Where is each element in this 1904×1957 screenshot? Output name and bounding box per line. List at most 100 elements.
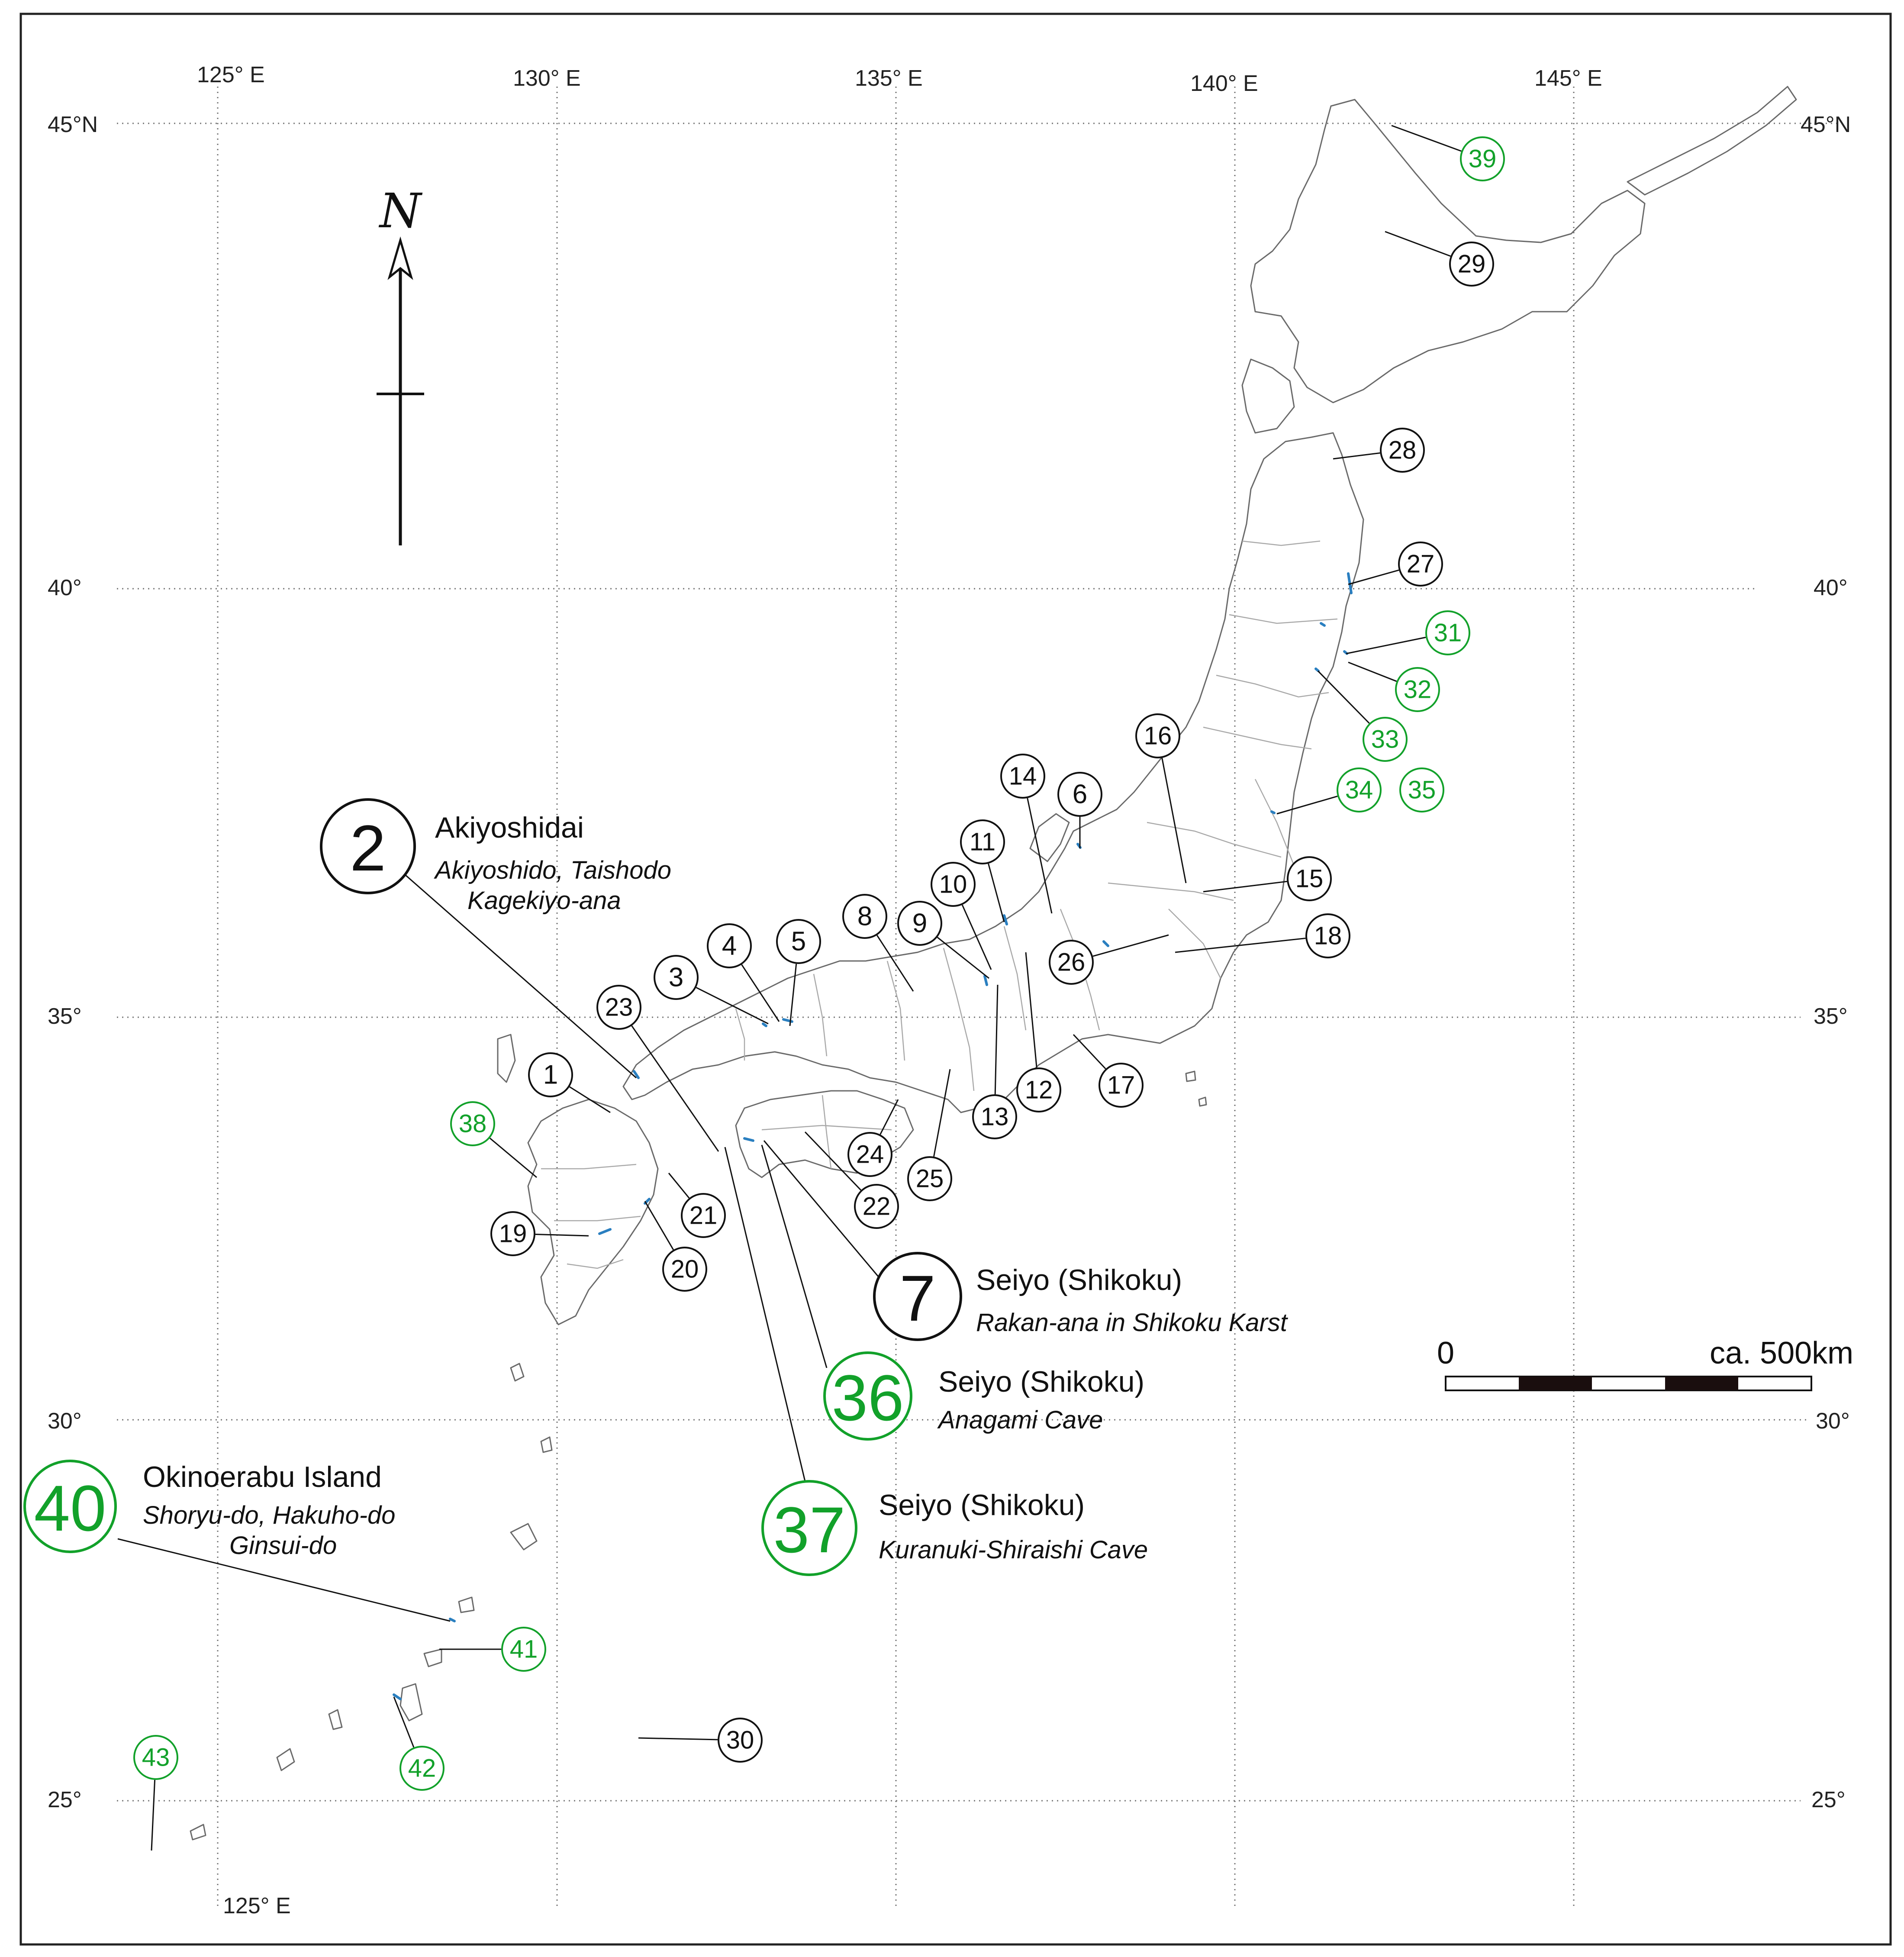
callout-caves: Akiyoshido, Taishodo <box>434 856 671 884</box>
marker-number: 29 <box>1458 250 1486 278</box>
marker-circle <box>897 901 942 946</box>
marker-circle <box>1380 428 1425 473</box>
lat-label-right-35: 35° <box>1814 1004 1848 1029</box>
cave-site <box>393 1693 402 1700</box>
marker-circle <box>1099 1063 1144 1108</box>
latitude-labels: 45°N 40° 35° 30° 25° 45°N 40° 35° 30° 25… <box>48 112 1851 1812</box>
lat-label-right-30: 30° <box>1816 1409 1850 1434</box>
marker-circle <box>907 1156 952 1201</box>
scale-bar: 0 ca. 500km <box>1437 1336 1853 1391</box>
cave-site <box>1102 940 1109 947</box>
cave-site <box>633 1070 640 1079</box>
callout-number: 2 <box>350 812 386 884</box>
site-marker-43: 43 <box>133 1735 178 1780</box>
lon-label-bottom-125: 125° E <box>223 1893 291 1918</box>
marker-circle <box>1398 542 1443 587</box>
site-marker-16: 16 <box>1135 713 1180 758</box>
marker-circle <box>1287 856 1332 901</box>
pref-boundary <box>1254 779 1295 866</box>
site-marker-25: 25 <box>907 1156 952 1201</box>
leader-line <box>988 863 1005 922</box>
marker-number: 27 <box>1407 550 1435 578</box>
marker-number: 41 <box>510 1635 538 1664</box>
site-marker-6: 6 <box>1057 772 1102 817</box>
leader-line <box>1175 938 1306 953</box>
pref-boundary <box>1003 926 1027 1031</box>
site-marker-39: 39 <box>1460 136 1505 181</box>
marker-number: 9 <box>912 909 927 938</box>
prefecture-boundaries <box>541 540 1338 1269</box>
marker-number: 10 <box>939 870 967 899</box>
leader-line <box>535 1233 589 1237</box>
leader-line <box>1391 125 1462 152</box>
marker-circle <box>596 985 641 1030</box>
marker-number: 8 <box>857 902 872 932</box>
leader-line <box>789 964 797 1026</box>
marker-circle <box>1049 940 1094 985</box>
site-marker-28: 28 <box>1380 428 1425 473</box>
marker-number: 14 <box>1009 762 1037 790</box>
callout-circle <box>873 1252 962 1341</box>
leader-line <box>961 904 992 970</box>
leader-line <box>151 1780 156 1851</box>
site-marker-3: 3 <box>654 955 699 1000</box>
marker-number: 30 <box>726 1726 754 1754</box>
cave-site <box>743 1137 754 1142</box>
marker-number: 23 <box>605 993 633 1022</box>
site-marker-31: 31 <box>1425 610 1470 655</box>
leader-line <box>1092 934 1169 957</box>
callout-caves: Shoryu-do, Hakuho-do <box>143 1501 396 1529</box>
marker-number: 20 <box>671 1255 699 1283</box>
lon-label-140: 140° E <box>1190 71 1258 96</box>
leader-line <box>741 964 780 1022</box>
leader-line <box>933 1069 951 1157</box>
lon-label-145: 145° E <box>1534 66 1602 91</box>
cave-site <box>762 1022 767 1027</box>
site-marker-17: 17 <box>1099 1063 1144 1108</box>
honshu-coast <box>622 432 1364 1113</box>
callout-leader-line <box>117 1538 451 1622</box>
marker-circle <box>842 894 887 939</box>
marker-number: 18 <box>1314 922 1342 950</box>
marker-number: 34 <box>1345 776 1373 804</box>
marker-number: 13 <box>981 1103 1009 1131</box>
lat-label-left-40: 40° <box>48 575 82 600</box>
leader-line <box>1348 661 1397 682</box>
coastline <box>190 86 1797 1841</box>
marker-circle <box>399 1746 445 1791</box>
lon-label-135: 135° E <box>855 66 923 91</box>
marker-circle <box>1460 136 1505 181</box>
marker-circle <box>1363 717 1408 762</box>
kuril-islands-coast <box>1627 86 1797 196</box>
leader-line <box>1276 796 1338 815</box>
site-marker-42: 42 <box>399 1746 445 1791</box>
marker-circle <box>1399 767 1444 812</box>
callout-circle <box>761 1480 857 1576</box>
lat-label-right-25: 25° <box>1811 1787 1846 1812</box>
longitude-labels: 125° E 130° E 135° E 140° E 145° E 125° … <box>197 62 1602 1918</box>
callout-leader-line <box>763 1140 880 1277</box>
leader-line <box>638 1737 718 1741</box>
cave-site <box>1270 810 1276 814</box>
callout-7: 7 <box>873 1252 962 1341</box>
site-marker-34: 34 <box>1337 767 1382 812</box>
marker-circle <box>133 1735 178 1780</box>
leader-line <box>994 984 999 1095</box>
callout-caves: Kagekiyo-ana <box>467 887 621 915</box>
site-marker-27: 27 <box>1398 542 1443 587</box>
leader-line <box>1073 1034 1106 1070</box>
oshima-peninsula-coast <box>1241 358 1295 434</box>
cave-site <box>598 1228 612 1235</box>
marker-number: 12 <box>1025 1076 1053 1104</box>
marker-circle <box>528 1052 573 1097</box>
marker-circle <box>1337 767 1382 812</box>
nansei-islands-coast <box>190 1363 553 1841</box>
site-marker-21: 21 <box>681 1193 726 1238</box>
callout-37: 37 <box>761 1480 857 1576</box>
cave-site <box>1003 914 1008 925</box>
marker-circle <box>854 1184 899 1229</box>
map-frame <box>19 13 1892 1946</box>
callout-40: 40 <box>23 1460 117 1553</box>
cave-site <box>983 975 988 986</box>
